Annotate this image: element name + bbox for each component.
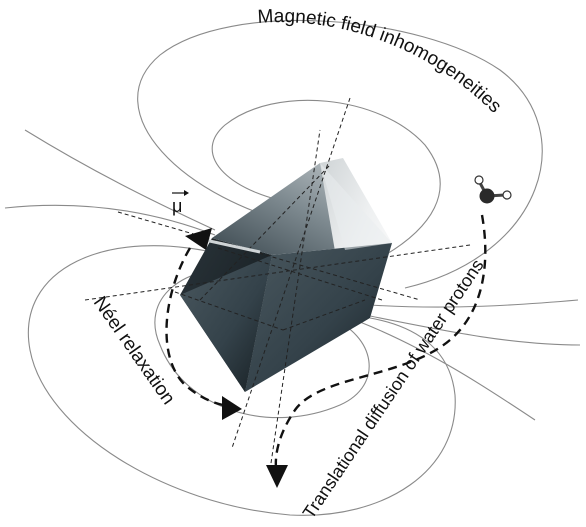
- field-line-outer-bottom: [27, 245, 456, 516]
- field-line-left-upper: [4, 204, 216, 236]
- cube-highlight: [320, 163, 392, 250]
- moment-shaft: [204, 238, 261, 254]
- neel-arrow-path: [165, 247, 229, 408]
- neel-relaxation-label: Néel relaxation: [89, 293, 179, 409]
- diffusion-arrowhead: [266, 465, 288, 488]
- moment-arrowhead: [185, 228, 212, 250]
- axis-vertical-2: [269, 129, 321, 471]
- diffusion-arrow-path: [274, 214, 487, 469]
- axis-diagonal-3: [199, 164, 331, 301]
- diffusion-arrow: [266, 214, 487, 488]
- field-line-inner-top: [211, 99, 441, 259]
- moment-vector-bar-tip: [184, 190, 189, 196]
- nanoparticle-cube: [180, 158, 392, 392]
- axis-diagonal-1: [117, 211, 421, 301]
- neel-arrowhead: [222, 396, 242, 420]
- cube-front-dark-face: [180, 255, 272, 392]
- water-oxygen-atom: [479, 188, 495, 204]
- field-lines: [4, 19, 581, 516]
- field-line-right-lower: [364, 314, 581, 346]
- field-line-right-bottom: [359, 321, 536, 421]
- axis-vertical-1: [231, 97, 351, 449]
- field-line-right-mid: [369, 299, 579, 308]
- water-hydrogen-atom-1: [474, 175, 484, 185]
- axis-diagonal-4: [174, 291, 284, 331]
- axis-horizontal-1: [84, 244, 471, 301]
- moment-symbol: μ: [172, 196, 182, 216]
- magnetic-moment-arrow: [185, 228, 261, 254]
- neel-relaxation-arrow: [165, 247, 242, 420]
- symmetry-axes: [84, 97, 471, 471]
- water-molecule-icon: [474, 175, 512, 204]
- water-hydrogen-atom-2: [502, 190, 512, 200]
- field-line-outer-top: [137, 19, 543, 289]
- axis-diagonal-5: [282, 299, 366, 331]
- axis-diagonal-2: [217, 247, 383, 301]
- field-line-left-top: [24, 129, 216, 231]
